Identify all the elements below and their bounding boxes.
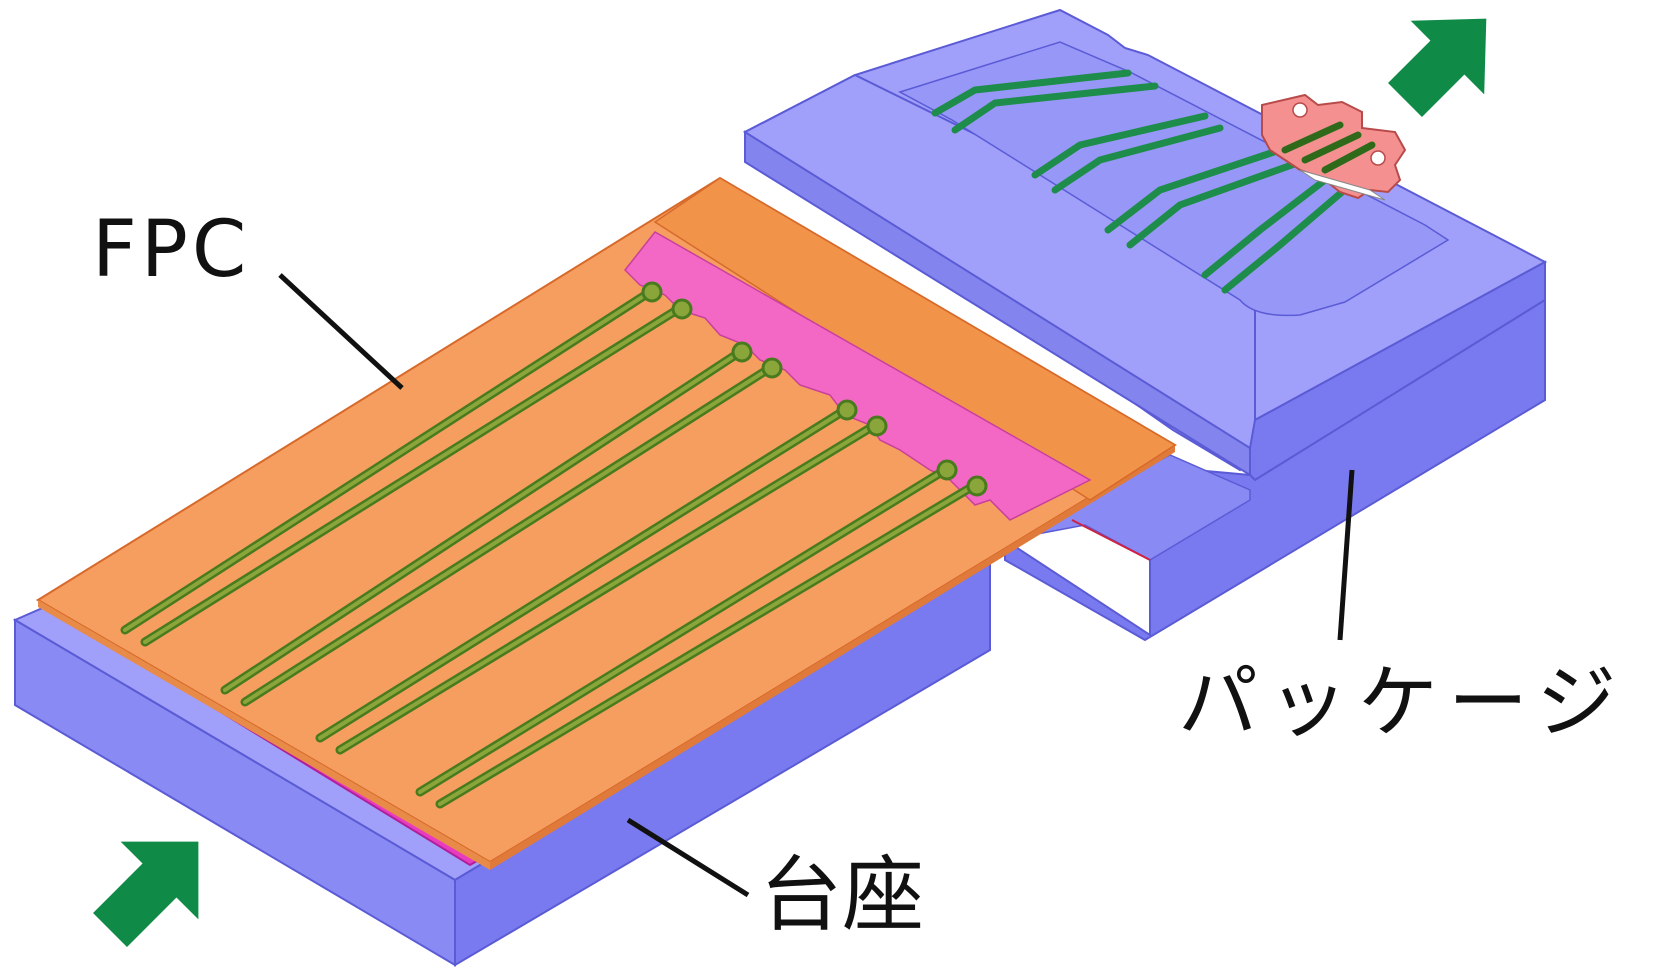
via-pad (641, 281, 663, 303)
fpc-pad-area (623, 231, 1092, 521)
connector-chip (1261, 93, 1407, 201)
arrow-up-right-icon (1388, 18, 1487, 117)
fpc (35, 176, 1177, 870)
fpc-leader-line (278, 273, 404, 390)
base-label: 台座 (760, 848, 925, 943)
package-label: パッケージ (1178, 656, 1627, 749)
leader-lines (278, 273, 1355, 898)
fpc-via-pads (641, 281, 988, 497)
fpc-edge (490, 445, 1175, 870)
arrow-up-right-icon (93, 841, 199, 947)
fpc-edge-left (38, 600, 490, 870)
via-pad (836, 399, 858, 421)
package-leader-line (1337, 469, 1355, 641)
slot-edge-line (1071, 519, 1151, 561)
via-pad (936, 459, 958, 481)
via-pad (731, 341, 753, 363)
package (742, 8, 1548, 642)
via-pad (761, 357, 783, 379)
package-traces (931, 69, 1346, 294)
via-pad (866, 415, 888, 437)
fpc-traces (120, 287, 980, 809)
package-cavity (898, 41, 1450, 317)
via-pad (966, 475, 988, 497)
base-leader-line (626, 817, 750, 898)
fpc-label: FPC (92, 205, 251, 295)
via-pad (671, 298, 693, 320)
